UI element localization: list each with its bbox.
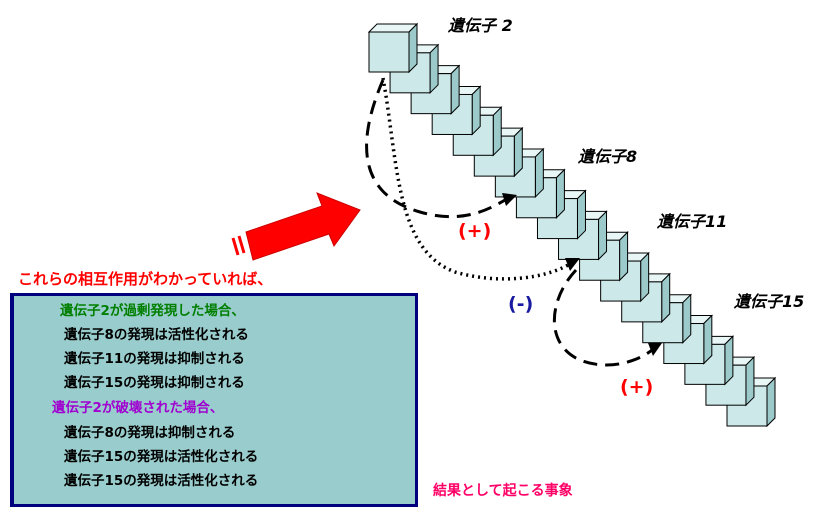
result-line: 遺伝子2が過剰発現した場合、 [60, 303, 245, 319]
result-box: 遺伝子2が過剰発現した場合、 遺伝子8の発現は活性化される 遺伝子11の発現は抑… [10, 293, 418, 507]
sign-plus-2-to-8: (+) [458, 220, 492, 242]
gene-label-15: 遺伝子15 [734, 292, 805, 311]
result-line: 遺伝子15の発現は活性化される [64, 473, 259, 489]
big-red-arrow [231, 192, 361, 261]
gene-label-11: 遺伝子11 [657, 212, 728, 231]
result-line: 遺伝子8の発現は抑制される [64, 425, 236, 441]
sign-plus-11-to-15: (+) [620, 376, 654, 398]
result-line: 遺伝子15の発現は活性化される [64, 449, 259, 465]
result-line: 遺伝子11の発現は抑制される [64, 351, 245, 367]
arrowhead-2-to-8 [502, 193, 517, 206]
interaction-arc-2-to-11 [381, 77, 569, 281]
result-line: 遺伝子8の発現は活性化される [64, 327, 249, 343]
headline: これらの相互作用がわかっていれば、 [18, 270, 273, 288]
gene-cube [367, 22, 419, 74]
gene-label-8: 遺伝子8 [578, 147, 638, 166]
arrowhead-2-to-11 [565, 258, 580, 271]
interaction-arc-11-to-15 [552, 268, 653, 367]
sign-minus-2-to-11: (-) [508, 293, 534, 315]
gene-cube-chain [367, 22, 777, 428]
result-line: 遺伝子2が破壊された場合、 [52, 400, 224, 416]
interaction-arc-2-to-8 [365, 79, 506, 219]
result-line: 遺伝子15の発現は抑制される [64, 375, 245, 391]
arrowhead-11-to-15 [648, 343, 662, 356]
gene-label-2: 遺伝子 2 [448, 16, 513, 35]
outcome-label: 結果として起こる事象 [433, 483, 573, 499]
